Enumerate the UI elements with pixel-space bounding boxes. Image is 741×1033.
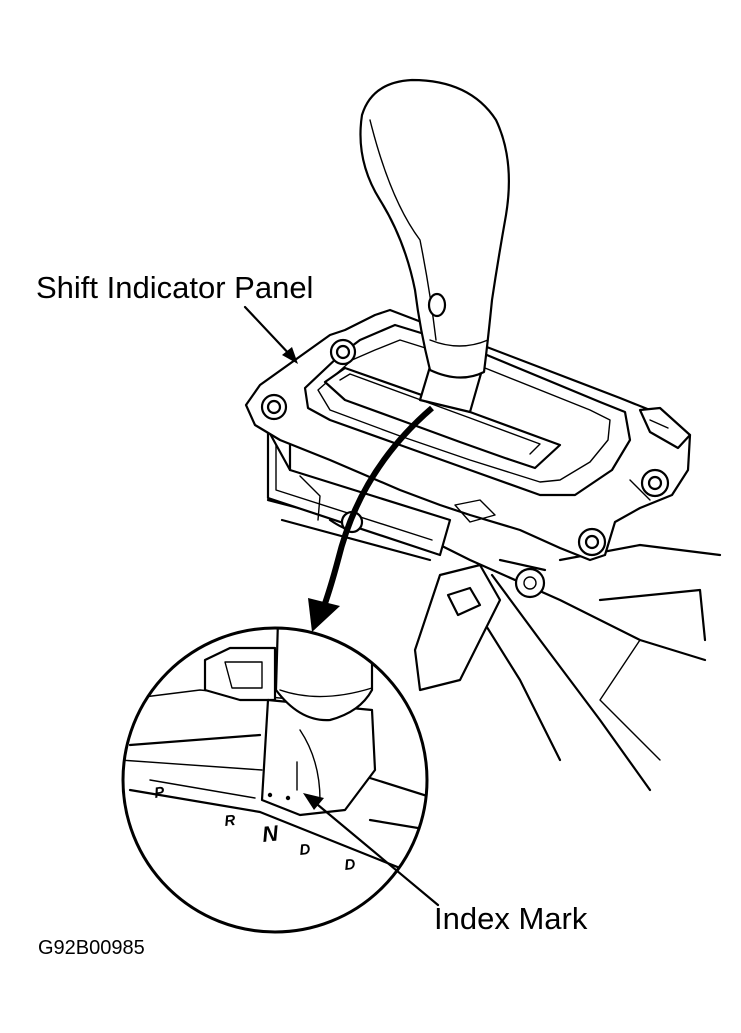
index-mark-leader [303,793,440,907]
gear-glyph-r: R [224,812,237,830]
figure-code: G92B00985 [38,937,145,959]
index-mark-label: Index Mark [434,901,588,936]
gear-glyph-n: N [261,820,281,847]
shift-lever-bracket [413,563,502,692]
panel-leader [243,305,298,364]
mounting-bolts [260,338,670,557]
gear-glyph-p: P [153,784,166,802]
detail-callout-arrow [308,405,434,632]
detail-circle: P R N D D [121,626,429,934]
gear-glyph-d4: D [299,841,312,859]
pivot-pin [514,567,546,599]
gear-glyph-d3: D [344,856,357,874]
shift-indicator-panel-label: Shift Indicator Panel [36,270,314,305]
shifter-linkage [266,498,722,792]
shifter-housing [266,418,452,557]
shift-knob [359,78,510,414]
